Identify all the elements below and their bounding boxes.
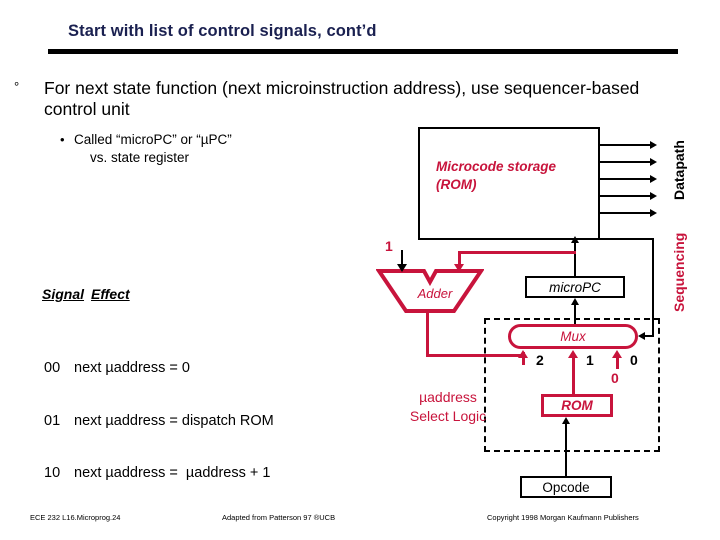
adder-constant-line bbox=[401, 250, 403, 268]
footer-right: Copyright 1998 Morgan Kaufmann Publisher… bbox=[487, 513, 639, 522]
column-header-signal: Signal bbox=[42, 286, 85, 302]
datapath-arrow-line bbox=[600, 144, 650, 146]
sub-bullet-line-2: vs. state register bbox=[90, 150, 190, 165]
sub-bullet-line-1: Called “microPC” or “µPC” bbox=[74, 132, 232, 147]
sequencing-feedback-line bbox=[652, 238, 654, 337]
uaddress-select-logic-group bbox=[484, 318, 660, 452]
dispatch-rom-box: ROM bbox=[541, 394, 613, 417]
mux-input-1-arrow-icon bbox=[568, 350, 578, 358]
select-logic-line-1: µaddress bbox=[419, 389, 477, 405]
adder-output-line bbox=[426, 354, 524, 357]
mux-input-1-label: 1 bbox=[586, 352, 594, 368]
micropc-box: microPC bbox=[525, 276, 625, 298]
datapath-label: Datapath bbox=[671, 140, 687, 200]
signal-effect: next µaddress = dispatch ROM bbox=[74, 412, 274, 429]
mux-to-micropc-arrow-head-icon bbox=[570, 298, 579, 305]
datapath-arrow-line bbox=[600, 178, 650, 180]
microcode-storage-rom-box bbox=[418, 127, 600, 240]
table-row: 00 next µaddress = 0 bbox=[44, 360, 274, 378]
mux-to-micropc-line bbox=[574, 305, 576, 324]
mux-label: Mux bbox=[560, 329, 586, 344]
uaddress-select-logic-label: µaddress Select Logic bbox=[392, 388, 504, 426]
datapath-arrow-head-icon bbox=[650, 191, 657, 200]
signal-effect: next µaddress = 0 bbox=[74, 360, 190, 376]
table-row: 01 next µaddress = dispatch ROM bbox=[44, 413, 274, 431]
micropc-to-rom-line bbox=[574, 243, 576, 276]
rom-label-line-2: (ROM) bbox=[436, 177, 477, 192]
adder-output-line bbox=[521, 352, 525, 357]
signal-table-header: Signal Effect bbox=[42, 286, 130, 302]
mux-input-2-label: 2 bbox=[536, 352, 544, 368]
mux-input-1-line bbox=[571, 357, 575, 394]
adder-label: Adder bbox=[417, 286, 453, 301]
opcode-to-rom-arrow-head-icon bbox=[561, 417, 570, 424]
mux-input-0-line bbox=[615, 357, 619, 369]
sequencing-feedback-line bbox=[600, 238, 654, 240]
sequencing-label: Sequencing bbox=[671, 232, 687, 313]
adder-constant-arrow-head-icon bbox=[397, 264, 407, 272]
datapath-arrow-head-icon bbox=[650, 157, 657, 166]
opcode-label: Opcode bbox=[542, 479, 590, 495]
micropc-to-rom-arrow-head-icon bbox=[570, 236, 579, 243]
bullet-marker-icon: ° bbox=[14, 79, 20, 94]
rom-label-line-1: Microcode storage bbox=[436, 159, 557, 174]
signal-code: 01 bbox=[44, 412, 61, 429]
table-row: 10 next µaddress = µaddress + 1 bbox=[44, 465, 274, 483]
sub-bullet-marker-icon: • bbox=[60, 132, 65, 147]
datapath-arrow-line bbox=[600, 161, 650, 163]
mux-select-arrow-head-icon bbox=[638, 331, 645, 340]
mux-input-0-arrow-icon bbox=[612, 350, 622, 358]
footer-left: ECE 232 L16.Microprog.24 bbox=[30, 513, 121, 522]
mux-input-0-label: 0 bbox=[630, 352, 638, 368]
micropc-to-adder-line bbox=[458, 251, 461, 268]
datapath-arrow-line bbox=[600, 195, 650, 197]
opcode-box: Opcode bbox=[520, 476, 612, 498]
main-bullet-text: For next state function (next microinstr… bbox=[44, 78, 640, 119]
micropc-to-adder-line bbox=[458, 251, 576, 254]
microcode-storage-rom-label: Microcode storage (ROM) bbox=[436, 158, 596, 194]
signal-code: 00 bbox=[44, 360, 61, 376]
datapath-arrow-head-icon bbox=[650, 140, 657, 149]
mux-input-2-line bbox=[521, 357, 525, 365]
signal-table-rows: 00 next µaddress = 0 01 next µaddress = di… bbox=[44, 325, 274, 500]
column-header-effect: Effect bbox=[91, 286, 130, 302]
select-logic-line-2: Select Logic bbox=[409, 408, 487, 424]
page-title: Start with list of control signals, cont… bbox=[68, 22, 377, 40]
title-divider bbox=[48, 49, 678, 54]
mux-box: Mux bbox=[508, 324, 638, 349]
adder-constant-label: 1 bbox=[385, 238, 393, 254]
footer-middle: Adapted from Patterson 97 ®UCB bbox=[222, 513, 336, 522]
datapath-arrow-head-icon bbox=[650, 208, 657, 217]
opcode-to-rom-line bbox=[565, 424, 567, 476]
adder-output-line bbox=[426, 310, 429, 357]
mux-constant-zero-label: 0 bbox=[611, 370, 619, 386]
datapath-arrow-head-icon bbox=[650, 174, 657, 183]
sequencing-feedback-line bbox=[645, 335, 654, 337]
datapath-arrow-line bbox=[600, 212, 650, 214]
micropc-to-adder-arrow-head-icon bbox=[454, 264, 464, 272]
dispatch-rom-label: ROM bbox=[561, 398, 593, 413]
micropc-label: microPC bbox=[549, 279, 601, 295]
sub-bullet: • Called “microPC” or “µPC” vs. state re… bbox=[52, 131, 382, 167]
signal-code: 10 bbox=[44, 465, 61, 481]
signal-effect: next µaddress = µaddress + 1 bbox=[74, 465, 271, 481]
